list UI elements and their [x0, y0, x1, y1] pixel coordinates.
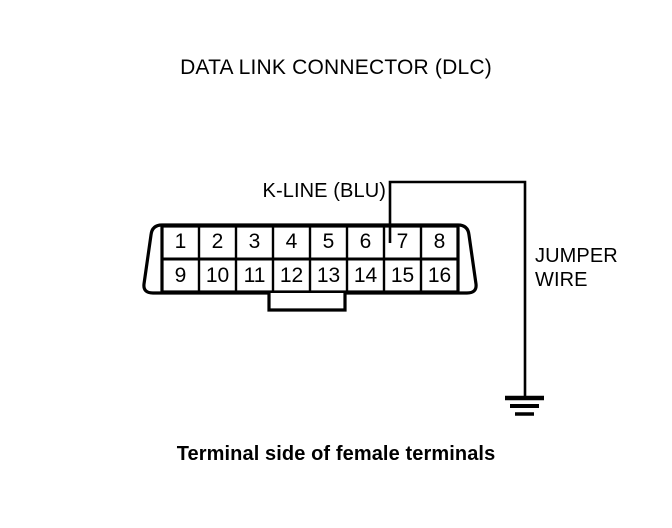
pin-number-15: 15 — [391, 264, 414, 287]
ground-symbol — [505, 395, 544, 416]
connector-shell-outline — [142, 223, 478, 295]
pin-number-10: 10 — [206, 264, 229, 287]
pin-number-5: 5 — [323, 230, 335, 253]
pin-number-6: 6 — [360, 230, 372, 253]
jumper-wire-label-line1: JUMPER — [535, 245, 618, 267]
caption: Terminal side of female terminals — [176, 443, 496, 465]
jumper-wire-label-line2: WIRE — [535, 268, 588, 291]
pin-number-16: 16 — [428, 264, 451, 287]
jumper-wire-path — [388, 180, 527, 396]
pin-number-7: 7 — [397, 230, 409, 253]
pin-number-13: 13 — [317, 264, 340, 287]
pin-number-3: 3 — [249, 230, 261, 253]
pin-number-11: 11 — [244, 264, 266, 287]
pin-number-4: 4 — [286, 230, 298, 253]
pin-number-12: 12 — [280, 264, 303, 287]
pin-number-9: 9 — [175, 264, 187, 287]
kline-label: K-LINE (BLU) — [262, 180, 386, 202]
pin-column-dividers — [197, 226, 423, 292]
connector-alignment-tab — [267, 293, 347, 312]
pin-number-2: 2 — [212, 230, 224, 253]
pin-number-8: 8 — [434, 230, 446, 253]
pin-number-14: 14 — [354, 264, 378, 287]
pin-number-1: 1 — [175, 230, 187, 253]
page-title: DATA LINK CONNECTOR (DLC) — [180, 56, 492, 79]
